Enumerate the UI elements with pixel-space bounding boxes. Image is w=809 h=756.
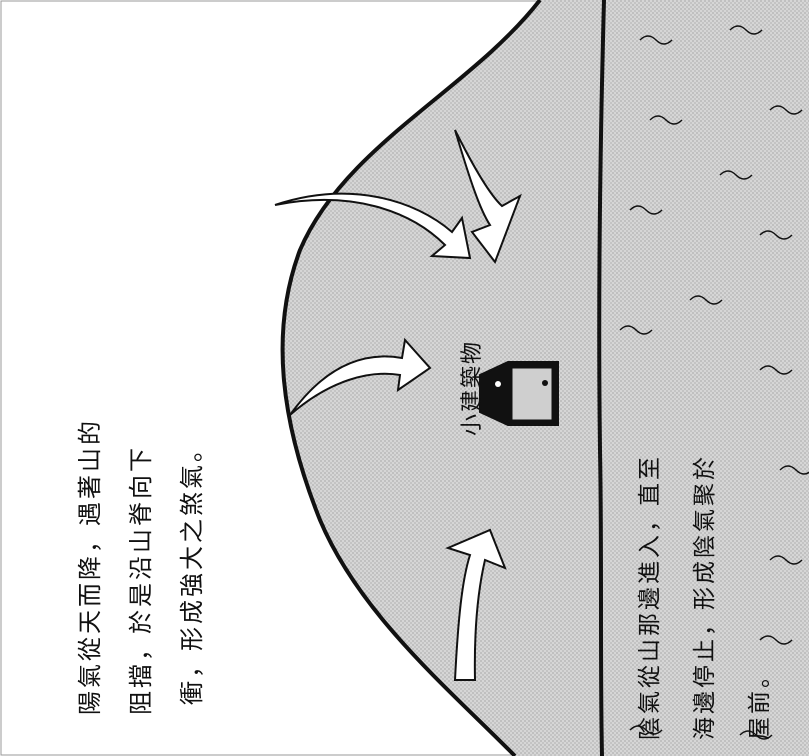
yang-qi-text-line-2: 阻擋，於是沿山脊向下 (127, 445, 155, 715)
yang-qi-text-line-3: 衝，形成強大之煞氣。 (178, 435, 206, 705)
qi-arrow-bottom (445, 528, 507, 681)
mountain-area (282, 0, 600, 756)
sea-area (600, 0, 809, 756)
small-building-icon (479, 361, 559, 426)
yin-qi-text-line-2: 海邊停止，形成陰氣聚於 (692, 454, 718, 740)
qi-arrow-upper-mid (274, 192, 472, 260)
shoreline-line (597, 0, 606, 756)
mountain-ridge-line (280, 0, 542, 756)
sea-waves (619, 25, 809, 740)
yin-qi-text-line-1: 陰氣從山那邊進入，直至 (637, 454, 663, 740)
yang-qi-text-line-1: 陽氣從天而降，遇著山的 (76, 418, 104, 715)
yin-qi-text-line-3: 屋前。 (747, 662, 773, 740)
building-label: 小建築物 (460, 339, 485, 436)
qi-arrow-top (454, 129, 522, 265)
qi-arrow-lower-mid (289, 337, 432, 416)
